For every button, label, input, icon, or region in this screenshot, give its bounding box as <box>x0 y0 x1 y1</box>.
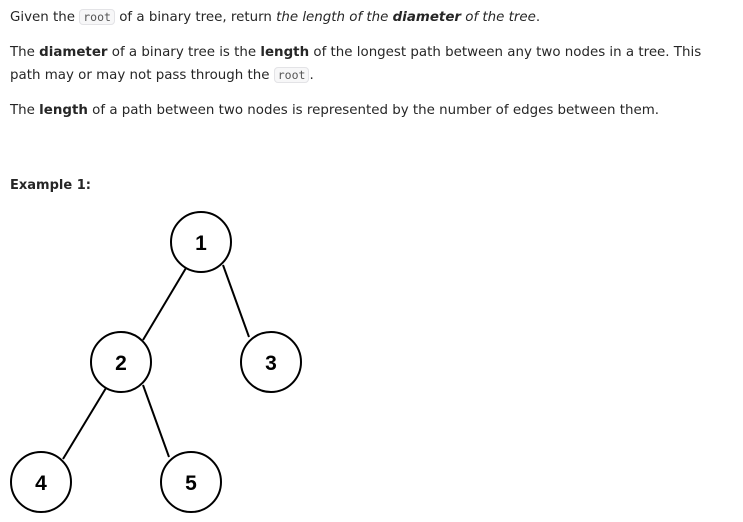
tree-node-5: 5 <box>160 451 222 513</box>
tree-node-3: 3 <box>240 331 302 393</box>
bold-text: length <box>39 103 88 118</box>
intro-paragraph: Given the root of a binary tree, return … <box>10 6 540 29</box>
text: The <box>10 103 40 118</box>
length-definition-paragraph: The length of a path between two nodes i… <box>10 100 659 122</box>
node-label: 5 <box>185 472 197 495</box>
text: of a binary tree, return <box>114 10 277 25</box>
node-label: 1 <box>195 232 207 255</box>
tree-node-4: 4 <box>10 451 72 513</box>
edge-2-5 <box>142 384 170 458</box>
italic-text: the length of the <box>276 10 393 25</box>
node-label: 4 <box>35 472 47 495</box>
text: of the longest path between any two node… <box>10 45 702 83</box>
text: . <box>535 10 541 25</box>
text: of a path between two nodes is represent… <box>87 103 659 118</box>
text: of a binary tree is the <box>107 45 261 60</box>
binary-tree-diagram: 1 2 3 4 5 <box>10 211 302 513</box>
inline-code-root: root <box>273 67 310 83</box>
tree-node-2: 2 <box>90 331 152 393</box>
tree-node-1: 1 <box>170 211 232 273</box>
inline-code-root: root <box>79 9 115 25</box>
diameter-definition-paragraph: The diameter of a binary tree is the len… <box>10 42 730 87</box>
text: . <box>309 68 314 83</box>
edge-1-3 <box>222 264 250 338</box>
example-heading: Example 1: <box>10 178 91 193</box>
node-label: 2 <box>115 352 127 375</box>
bold-text: length <box>260 45 310 60</box>
edge-1-2 <box>142 267 187 341</box>
text: The <box>10 45 40 60</box>
bold-text: diameter <box>39 45 108 60</box>
bold-italic-text: diameter <box>392 10 462 25</box>
text: Given the <box>10 10 80 25</box>
tree-edges <box>62 264 250 460</box>
node-label: 3 <box>265 352 277 375</box>
edge-2-4 <box>62 387 107 460</box>
italic-text: of the tree <box>461 10 536 25</box>
